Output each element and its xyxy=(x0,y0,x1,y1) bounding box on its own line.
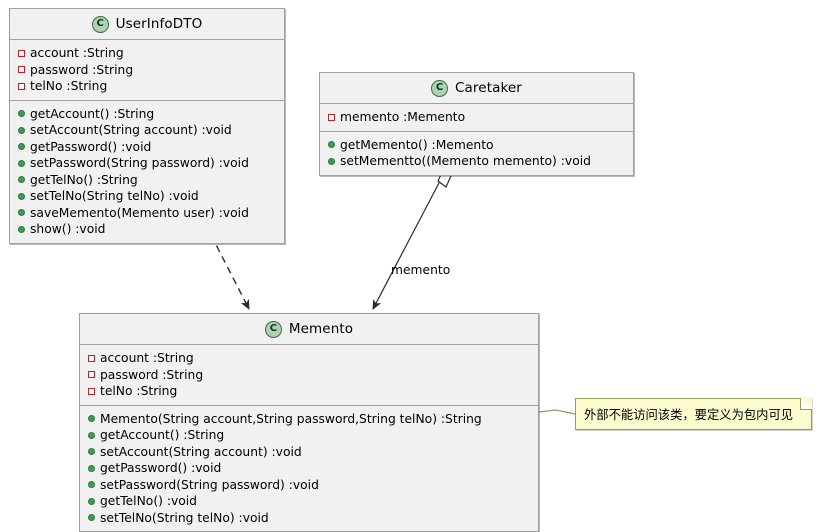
class-header-memento: C Memento xyxy=(80,314,538,345)
private-field-marker-icon xyxy=(18,82,29,90)
class-method: setPassword(String password) :void xyxy=(80,477,538,494)
public-method-marker-icon xyxy=(88,448,99,456)
class-method: Memento(String account,String password,S… xyxy=(80,411,538,428)
class-fields-memento: account :String password :String telNo :… xyxy=(80,345,538,406)
class-method: setTelNo(String telNo) :void xyxy=(10,188,284,205)
public-method-marker-icon xyxy=(88,497,99,505)
class-field: account :String xyxy=(10,45,284,62)
class-method: getPassword() :void xyxy=(80,460,538,477)
note-text: 外部不能访问该类，要定义为包内可见 xyxy=(584,408,794,422)
private-field-marker-icon xyxy=(88,387,99,395)
private-field-marker-icon xyxy=(18,66,29,74)
public-method-marker-icon xyxy=(328,141,339,149)
uml-class-userinfodto[interactable]: C UserInfoDTO account :String password :… xyxy=(9,8,285,244)
class-icon: C xyxy=(431,79,449,97)
class-method: setTelNo(String telNo) :void xyxy=(80,510,538,527)
public-method-marker-icon xyxy=(88,415,99,423)
class-method: getPassword() :void xyxy=(10,139,284,156)
class-field: memento :Memento xyxy=(320,109,633,126)
class-field: password :String xyxy=(80,367,538,384)
class-method: setPassword(String password) :void xyxy=(10,155,284,172)
class-method: getAccount() :String xyxy=(10,106,284,123)
class-title: Caretaker xyxy=(455,80,522,96)
public-method-marker-icon xyxy=(18,159,29,167)
class-method: setAccount(String account) :void xyxy=(10,122,284,139)
public-method-marker-icon xyxy=(88,481,99,489)
class-methods-userinfodto: getAccount() :String setAccount(String a… xyxy=(10,101,284,243)
class-method: getTelNo() :String xyxy=(10,172,284,189)
edge-label-memento: memento xyxy=(391,263,451,277)
class-icon: C xyxy=(91,15,109,33)
class-method: saveMemento(Memento user) :void xyxy=(10,205,284,222)
class-header-userinfodto: C UserInfoDTO xyxy=(10,9,284,40)
class-title: Memento xyxy=(288,321,354,337)
class-method: getMemento() :Memento xyxy=(320,137,633,154)
public-method-marker-icon xyxy=(88,431,99,439)
class-field: telNo :String xyxy=(10,78,284,95)
uml-class-caretaker[interactable]: C Caretaker memento :Memento getMemento(… xyxy=(319,72,634,176)
public-method-marker-icon xyxy=(18,143,29,151)
class-method: setAccount(String account) :void xyxy=(80,444,538,461)
public-method-marker-icon xyxy=(18,225,29,233)
class-fields-userinfodto: account :String password :String telNo :… xyxy=(10,40,284,101)
private-field-marker-icon xyxy=(88,371,99,379)
class-methods-memento: Memento(String account,String password,S… xyxy=(80,406,538,532)
private-field-marker-icon xyxy=(88,354,99,362)
dependency-edge-userinfodto-memento xyxy=(210,234,250,310)
class-field: password :String xyxy=(10,62,284,79)
public-method-marker-icon xyxy=(18,110,29,118)
class-method: setMementto((Memento memento) :void xyxy=(320,153,633,170)
public-method-marker-icon xyxy=(18,126,29,134)
public-method-marker-icon xyxy=(18,209,29,217)
class-fields-caretaker: memento :Memento xyxy=(320,104,633,132)
class-method: getAccount() :String xyxy=(80,427,538,444)
note-link-edge xyxy=(538,409,576,415)
aggregation-edge-caretaker-memento xyxy=(372,169,452,310)
class-method: show() :void xyxy=(10,221,284,238)
public-method-marker-icon xyxy=(18,176,29,184)
class-field: account :String xyxy=(80,350,538,367)
uml-note-package-visibility[interactable]: 外部不能访问该类，要定义为包内可见 xyxy=(575,397,812,430)
class-method: getTelNo() :void xyxy=(80,493,538,510)
class-methods-caretaker: getMemento() :Memento setMementto((Memen… xyxy=(320,132,633,175)
note-fold-icon xyxy=(800,397,812,410)
public-method-marker-icon xyxy=(88,514,99,522)
class-icon: C xyxy=(264,320,282,338)
private-field-marker-icon xyxy=(18,49,29,57)
class-header-caretaker: C Caretaker xyxy=(320,73,633,104)
uml-class-memento[interactable]: C Memento account :String password :Stri… xyxy=(79,313,539,532)
public-method-marker-icon xyxy=(88,464,99,472)
class-title: UserInfoDTO xyxy=(115,16,203,32)
class-field: telNo :String xyxy=(80,383,538,400)
public-method-marker-icon xyxy=(18,192,29,200)
public-method-marker-icon xyxy=(328,157,339,165)
private-field-marker-icon xyxy=(328,113,339,121)
